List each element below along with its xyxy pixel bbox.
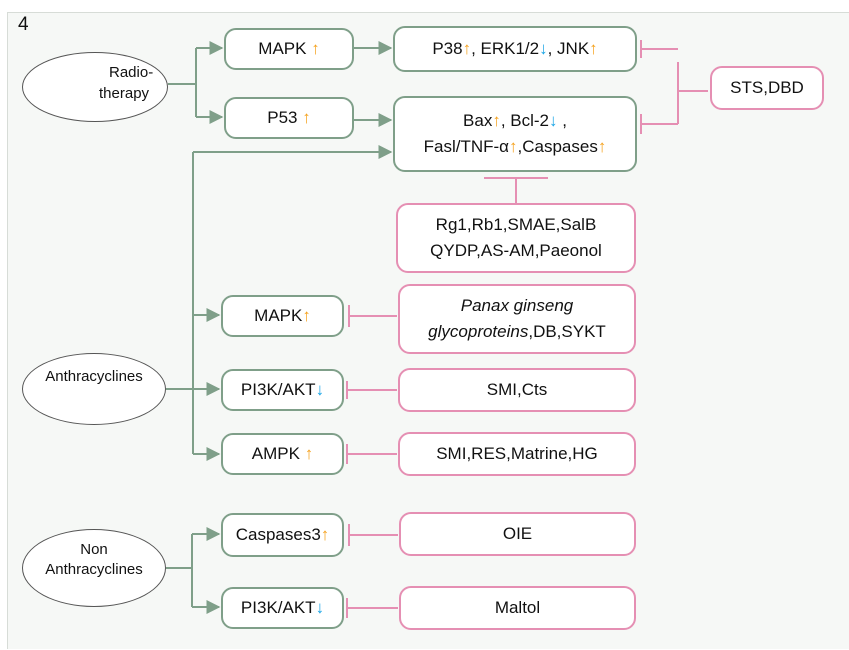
non-anthracyclines-oval: Non Anthracyclines xyxy=(22,529,166,607)
sts-dbd-label: STS,DBD xyxy=(730,77,804,97)
pathway-pi3k-mid: PI3K/AKT↓ xyxy=(221,369,344,411)
up-arrow-icon: ↑ xyxy=(492,110,501,130)
panax-line-1: Panax ginseng xyxy=(460,295,574,315)
inhibitor-oie: OIE xyxy=(399,512,636,556)
inhibitor-sts-dbd: STS,DBD xyxy=(710,66,824,110)
pathway-caspases3: Caspases3↑ xyxy=(221,513,344,557)
radiotherapy-oval: Radio- therapy xyxy=(22,52,168,122)
anthracyclines-label: Anthracyclines xyxy=(45,368,143,385)
panax-line-2-italic: glycoproteins xyxy=(428,322,529,341)
inhibitor-smi-res: SMI,RES,Matrine,HG xyxy=(398,432,636,476)
bax-label: Bax xyxy=(463,110,493,130)
down-arrow-icon: ↓ xyxy=(315,597,325,617)
oie-label: OIE xyxy=(502,523,533,543)
up-arrow-icon: ↑ xyxy=(462,38,472,58)
inhibitor-line-smi-res xyxy=(346,444,397,464)
inhibitor-bar-apoptosis xyxy=(640,114,678,134)
pathway-p38-erk-jnk: P38↑, ERK1/2↓, JNK↑ xyxy=(393,26,637,72)
radiotherapy-label-2: therapy xyxy=(99,85,150,102)
jnk-label: , JNK xyxy=(547,38,590,58)
pathway-p53: P53 ↑ xyxy=(224,97,354,139)
non-anthracyclines-label-2: Anthracyclines xyxy=(45,561,143,578)
inhibitor-line-smi-cts xyxy=(346,381,397,399)
p53-label: P53 xyxy=(267,107,298,127)
maltol-label: Maltol xyxy=(494,597,541,617)
up-arrow-icon: ↑ xyxy=(302,305,311,325)
erk-label: , ERK1/2 xyxy=(471,38,540,58)
caspases-label: ,Caspases xyxy=(517,137,598,156)
panax-line-2-rest: ,DB,SYKT xyxy=(528,322,606,341)
mapk-top-label: MAPK xyxy=(258,38,307,58)
pathway-mapk-mid: MAPK↑ xyxy=(221,295,344,337)
inhibitor-panax: Panax ginseng glycoproteins,DB,SYKT xyxy=(398,284,636,354)
inhibitor-rg1: Rg1,Rb1,SMAE,SalB QYDP,AS-AM,Paeonol xyxy=(396,203,636,273)
up-arrow-icon: ↑ xyxy=(311,38,320,58)
up-arrow-icon: ↑ xyxy=(589,38,598,58)
radiotherapy-label-1: Radio- xyxy=(109,64,154,81)
down-arrow-icon: ↓ xyxy=(549,110,558,130)
inhibitor-line-rg1 xyxy=(484,177,548,203)
pathway-mapk-top: MAPK ↑ xyxy=(224,28,354,70)
up-arrow-icon: ↑ xyxy=(320,524,330,544)
pathway-ampk: AMPK ↑ xyxy=(221,433,344,475)
p38-label: P38 xyxy=(432,38,463,58)
smi-res-label: SMI,RES,Matrine,HG xyxy=(436,443,598,463)
inhibitor-line-panax xyxy=(348,305,397,327)
pathway-pi3k-bottom: PI3K/AKT↓ xyxy=(221,587,344,629)
caspases3-label: Caspases3 xyxy=(235,524,321,544)
fasl-label: Fasl/TNF-α xyxy=(423,137,510,156)
bcl2-label: , Bcl-2 xyxy=(500,110,550,130)
down-arrow-icon: ↓ xyxy=(315,379,325,399)
pi3k-mid-label: PI3K/AKT xyxy=(240,379,316,399)
inhibitor-line-sts xyxy=(677,62,708,124)
up-arrow-icon: ↑ xyxy=(509,137,518,156)
rg1-line-1: Rg1,Rb1,SMAE,SalB xyxy=(435,214,597,234)
pathway-apoptosis: Bax↑, Bcl-2↓ , Fasl/TNF-α↑,Caspases↑ xyxy=(393,96,637,172)
inhibitor-smi-cts: SMI,Cts xyxy=(398,368,636,412)
up-arrow-icon: ↑ xyxy=(597,137,607,156)
up-arrow-icon: ↑ xyxy=(304,443,314,463)
anthracyclines-oval: Anthracyclines xyxy=(22,353,166,425)
non-anthracyclines-label-1: Non xyxy=(80,541,108,558)
inhibitor-maltol: Maltol xyxy=(399,586,636,630)
pi3k-bottom-label: PI3K/AKT xyxy=(240,597,316,617)
rg1-line-2: QYDP,AS-AM,Paeonol xyxy=(430,241,602,260)
bcl2-comma: , xyxy=(557,110,567,130)
inhibitor-line-oie xyxy=(348,524,398,546)
up-arrow-icon: ↑ xyxy=(302,107,311,127)
down-arrow-icon: ↓ xyxy=(539,38,548,58)
mapk-mid-label: MAPK xyxy=(254,305,303,325)
smi-cts-label: SMI,Cts xyxy=(486,379,548,399)
panel-label: 4 xyxy=(18,14,29,35)
inhibitor-bar-p38 xyxy=(640,40,678,58)
ampk-label: AMPK xyxy=(251,443,300,463)
inhibitor-line-maltol xyxy=(346,598,398,618)
